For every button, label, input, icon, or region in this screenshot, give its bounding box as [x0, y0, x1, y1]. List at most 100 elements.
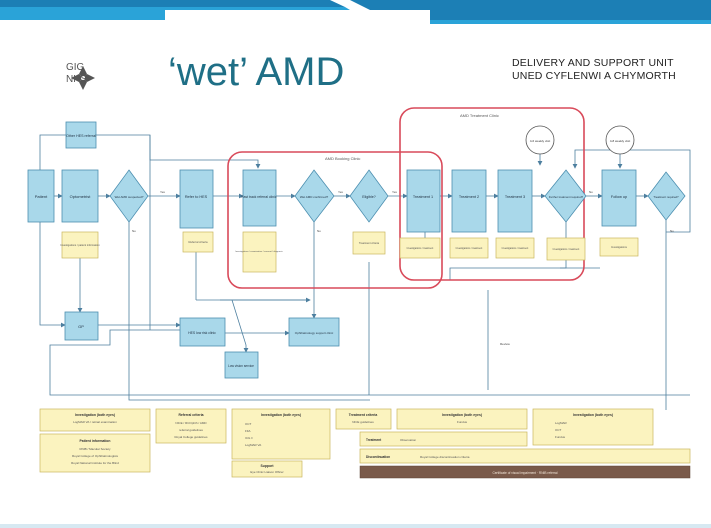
legend-box-3-title: Referral criteria: [178, 413, 203, 417]
yes-label-3: Yes: [392, 190, 397, 194]
optometrist-label: Optometrist: [70, 194, 92, 199]
legend-box-3-line-2: referral guidelines: [179, 428, 203, 432]
follow-up-label: Follow up: [611, 195, 627, 199]
legend-box-4-item-3: ICG ±: [245, 436, 253, 440]
gp-box: [64, 311, 99, 341]
logo-line-2: NHS: [66, 74, 88, 85]
legend-box-6-line: Fundus: [457, 420, 468, 424]
note-referral-criteria-label: Referral criteria: [188, 240, 208, 244]
note-inv-t2: [449, 237, 489, 259]
legend-support-line: Eye Clinic Liaison Officer: [250, 470, 283, 474]
other-hes-referral-label: Other HES referral: [66, 134, 96, 138]
note-referral-criteria: [182, 231, 214, 253]
note-investigations-booking-label: Investigations / examination / consent /…: [235, 250, 283, 253]
yes-label-2: Yes: [338, 190, 343, 194]
treatment-2-box: [451, 169, 487, 233]
legend-box-2-line-2: Royal College of Ophthalmologists: [72, 454, 119, 458]
legend-box-9-item-3: Fundus: [555, 435, 566, 439]
note-inv-t1: [399, 237, 441, 259]
legend-support-title: Support: [261, 464, 275, 468]
legend-box-2-line-3: Royal National Institute for the Blind: [71, 461, 119, 465]
delivery-unit-heading: DELIVERY AND SUPPORT UNIT UNED CYFLENWI …: [512, 57, 702, 83]
follow-up-box: [601, 169, 637, 227]
legend-box-treatment-criteria: [335, 408, 392, 430]
legend-box-investigation-4: [532, 408, 654, 446]
low-vision-label: Low vision service: [228, 364, 254, 368]
wet-amd-suspected-label: Wet AMD suspected?: [115, 195, 144, 199]
treatment-3-box: [497, 169, 533, 233]
note-investigations-optom-label: Investigations / patient information: [60, 243, 100, 247]
legend-box-investigation-3: [396, 408, 528, 430]
header-banner: [0, 0, 711, 24]
note-investigations-optom: [61, 231, 99, 259]
legend-box-8-text: Royal College discontinuation criteria: [420, 455, 470, 459]
note-inv-t1-label: Investigations / treatment: [407, 247, 434, 250]
optometrist-box: [61, 169, 99, 223]
legend-bar-text: Certificate of visual impairment · RNIB …: [492, 471, 557, 475]
treatment-clinic-label: AMD Treatment Clinic: [460, 113, 499, 118]
booking-clinic-label: AMD Booking Clinic: [325, 156, 360, 161]
note-inv-t3: [495, 237, 535, 259]
note-inv-further-label: Investigations / treatment: [553, 248, 580, 251]
note-treatment-criteria-label: Treatment criteria: [359, 241, 380, 245]
unit-line-english: DELIVERY AND SUPPORT UNIT: [512, 57, 674, 69]
eligible-label: Eligible?: [362, 195, 376, 199]
legend-box-7-text: Observation: [400, 438, 417, 442]
hes-low-risk-label: HES low risk clinic: [188, 331, 216, 335]
legend-box-9-item-2: OCT: [555, 428, 562, 432]
visit-limit-1-circle: [525, 125, 555, 155]
legend-box-7-label: Treatment: [366, 438, 382, 442]
legend-box-1-line: LogMAR VA / retinal examination: [73, 420, 117, 424]
legend-box-3-line-1: NICE / RCOphth / AMD: [175, 421, 207, 425]
refer-hes-label: Refer to HES: [185, 195, 208, 199]
no-label-3: No: [589, 190, 593, 194]
refer-hes-box: [179, 169, 214, 229]
no-label-1: No: [132, 229, 136, 233]
patient-label: Patient: [35, 194, 48, 199]
visit-limit-2-circle: [605, 125, 635, 155]
legend-box-support: [231, 460, 303, 478]
treatment-1-label: Treatment 1: [413, 195, 433, 199]
treatment-required-diamond: [647, 171, 686, 221]
connector-lines: [39, 134, 691, 410]
legend-box-discontinuation: [359, 448, 691, 464]
unit-line-welsh: UNED CYFLENWI A CHYMORTH: [512, 70, 676, 82]
legend-box-6-title: Investigation (both eyes): [442, 413, 482, 417]
page-title: ‘wet’ AMD: [168, 50, 345, 94]
treatment-required-label: Treatment required?: [653, 195, 679, 199]
legend-box-4-title: Investigation (both eyes): [261, 413, 301, 417]
treatment-1-box: [406, 169, 441, 233]
legend-box-9-item-1: LogMAR: [555, 421, 568, 425]
wet-amd-confirmed-label: Wet AMD confirmed?: [300, 195, 329, 199]
ophthalmology-support-box: [288, 317, 340, 347]
legend-box-1-title: Investigation (both eyes): [75, 413, 115, 417]
wet-amd-suspected-diamond: [109, 169, 149, 223]
note-inv-follow-label: Investigations: [611, 245, 628, 249]
ophthalmology-support-label: Ophthalmology support clinic: [295, 331, 334, 335]
eligible-diamond: [349, 169, 389, 223]
note-inv-further: [546, 237, 586, 261]
visit-limit-2-label: 4-8 weekly visit: [610, 139, 631, 143]
treatment-2-label: Treatment 2: [459, 195, 479, 199]
fast-track-label: Fast track referral clinic: [241, 195, 276, 199]
legend-box-4-item-4: LogMAR VA: [245, 443, 261, 447]
legend-box-patient-info: [39, 433, 151, 473]
legend-box-5-title: Treatment criteria: [349, 413, 378, 417]
further-treatment-label: Further treatment required?: [549, 195, 584, 199]
legend-box-investigation-1: [39, 408, 151, 432]
legend-box-5-line: NICE guidelines: [352, 420, 374, 424]
booking-clinic-region: [227, 151, 443, 289]
no-label-4: No: [670, 229, 674, 233]
note-inv-follow: [599, 237, 639, 257]
logo-line-1: GIG: [66, 62, 85, 73]
legend-box-treatment: [359, 431, 528, 447]
legend-box-4-item-2: FFA: [245, 429, 251, 433]
legend-box-3-line-3: Royal College guidelines: [174, 435, 208, 439]
note-inv-t3-label: Investigations / treatment: [502, 247, 529, 250]
footer-rule: [0, 524, 711, 528]
fast-track-box: [242, 169, 277, 227]
legend-box-9-title: Investigation (both eyes): [573, 413, 613, 417]
no-label-2: No: [317, 229, 321, 233]
logo-text: GIG NHS: [66, 62, 87, 86]
treatment-3-label: Treatment 3: [505, 195, 525, 199]
